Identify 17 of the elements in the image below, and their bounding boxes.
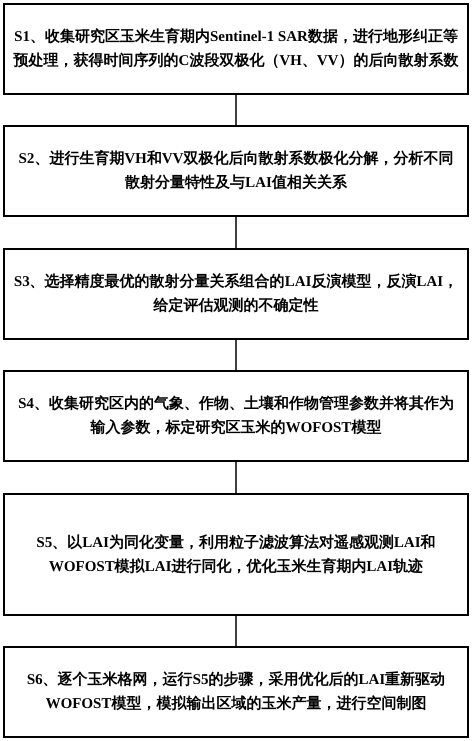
process-box (3, 646, 469, 738)
process-box (3, 248, 469, 340)
connector-line (235, 340, 237, 370)
process-box (3, 370, 469, 462)
step-text: S4、收集研究区内的气象、作物、土壤和作物管理参数并将其作为输入参数，标定研究区玉米的WOFOST模型 (17, 394, 455, 438)
step-text: S2、进行生育期VH和VV双极化后向散射系数极化分解，分析不同散射分量特性及与LAI值相关关系 (17, 148, 454, 193)
connector-line (235, 616, 237, 646)
connector-line (235, 95, 237, 125)
process-box (3, 3, 469, 95)
process-box (3, 493, 469, 616)
connector-line (235, 462, 237, 493)
step-text: S5、以LAI为同化变量，利用粒子滤波算法对遥感观测LAI和WOFOST模拟LAI进行同化，优化玉米生育期内LAI轨迹 (35, 533, 437, 576)
step-text: S6、逐个玉米格网，运行S5的步骤，采用优化后的LAI重新驱动WOFOST模型，模拟输出区域的玉米产量，进行空间制图 (26, 670, 446, 714)
process-box (3, 125, 469, 217)
step-text: S3、选择精度最优的散射分量关系组合的LAI反演模型，反演LAI，给定评估观测的不确定性 (13, 272, 459, 316)
connector-line (235, 217, 237, 248)
step-text: S1、收集研究区玉米生育期内Sentinel-1 SAR数据，进行地形纠正等预处理，获得时间序列的C波段双极化（VH、VV）的后向散射系数 (13, 26, 459, 71)
